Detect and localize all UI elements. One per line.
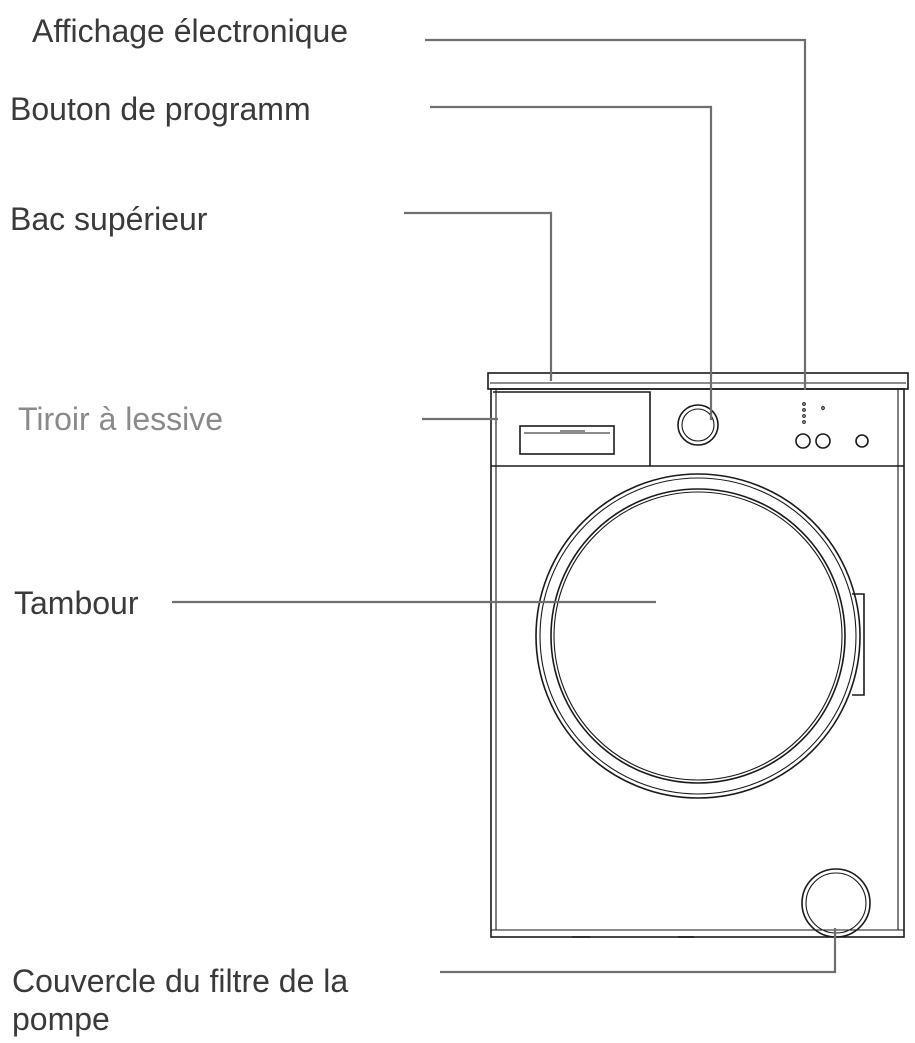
door-handle [852,593,865,696]
leader-program-knob [430,105,713,420]
label-detergent-drawer: Tiroir à lessive [18,401,224,437]
label-pump-filter-line2: pompe [12,1001,110,1037]
display-indicators [802,402,825,424]
detergent-drawer-outline [493,391,651,466]
label-display: Affichage électronique [32,13,349,49]
label-top-cover: Bac supérieur [10,201,208,237]
indicator-dot [821,406,825,410]
program-knob [677,404,719,446]
pump-filter-cover-inner [805,872,867,934]
indicator-dot [802,408,806,412]
panel-button [855,434,869,448]
drum-window-inner [553,491,843,781]
cabinet-outline [490,388,905,938]
label-pump-filter-line1: Couvercle du filtre de la [12,963,349,999]
indicator-dot [802,402,806,406]
program-knob-inner [681,408,715,442]
label-drum: Tambour [14,585,139,621]
indicator-dot [802,414,806,418]
panel-button [815,433,831,449]
detergent-drawer-handle [519,425,615,455]
leader-display [425,38,807,390]
door-ring-inner [539,477,857,795]
panel-button [795,433,811,449]
leader-lines [172,38,837,974]
washing-machine [487,372,909,938]
leader-pump-filter [440,928,837,974]
door-outer-ring [535,473,861,799]
drum-window [550,488,846,784]
label-program-knob: Bouton de programm [10,91,311,127]
leader-top-cover [404,211,553,381]
pump-filter-cover [801,868,871,938]
indicator-dot [802,420,806,424]
